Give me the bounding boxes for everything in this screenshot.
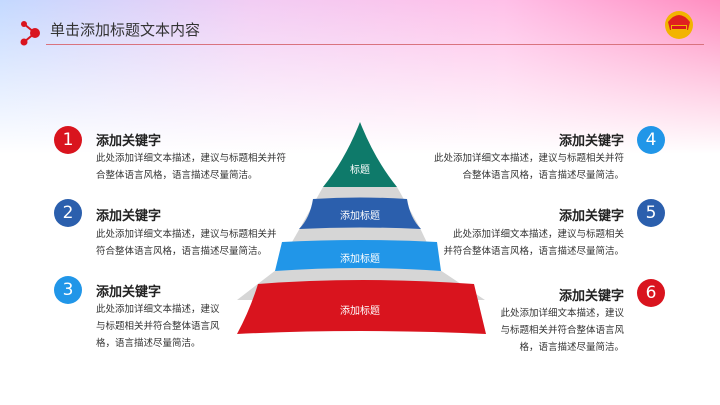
pyramid-level-4 [237,280,486,334]
number-badge: 6 [637,279,665,307]
pyramid-level-1 [323,122,397,187]
number-badge: 4 [637,126,665,154]
number-badge: 3 [54,276,82,304]
keyword-heading: 添加关键字 [558,134,624,149]
description: 此处添加详细文本描述，建议与标题相关并符合整体语言风格，语言描述尽量简洁。 [96,304,220,349]
title-divider [46,44,704,45]
description: 此处添加详细文本描述，建议与标题相关并符合整体语言风格，语言描述尽量简洁。 [443,229,624,257]
number-badge: 2 [54,199,82,227]
emblem-icon [665,11,693,39]
description: 此处添加详细文本描述，建议与标题相关并符合整体语言风格，语言描述尽量简洁。 [96,153,287,181]
keyword-heading: 添加关键字 [96,209,162,224]
page-title: 单击添加标题文本内容 [50,21,201,39]
pyramid-label: 标题 [350,165,370,176]
keyword-heading: 添加关键字 [558,209,624,224]
pyramid-level-2 [299,197,421,229]
number-badge: 5 [637,199,665,227]
description: 此处添加详细文本描述，建议与标题相关并符合整体语言风格，语言描述尽量简洁。 [96,229,277,257]
pyramid-level-3 [275,240,441,271]
keyword-heading: 添加关键字 [558,289,624,304]
keyword-heading: 添加关键字 [96,134,162,149]
description: 此处添加详细文本描述，建议与标题相关并符合整体语言风格，语言描述尽量简洁。 [433,153,624,181]
molecule-icon [20,21,40,46]
description: 此处添加详细文本描述，建议与标题相关并符合整体语言风格，语言描述尽量简洁。 [500,308,624,353]
pyramid-label: 添加标题 [340,254,380,265]
keyword-heading: 添加关键字 [96,285,162,300]
pyramid-label: 添加标题 [340,306,380,317]
number-badge: 1 [54,126,82,154]
pyramid-label: 添加标题 [340,211,380,222]
